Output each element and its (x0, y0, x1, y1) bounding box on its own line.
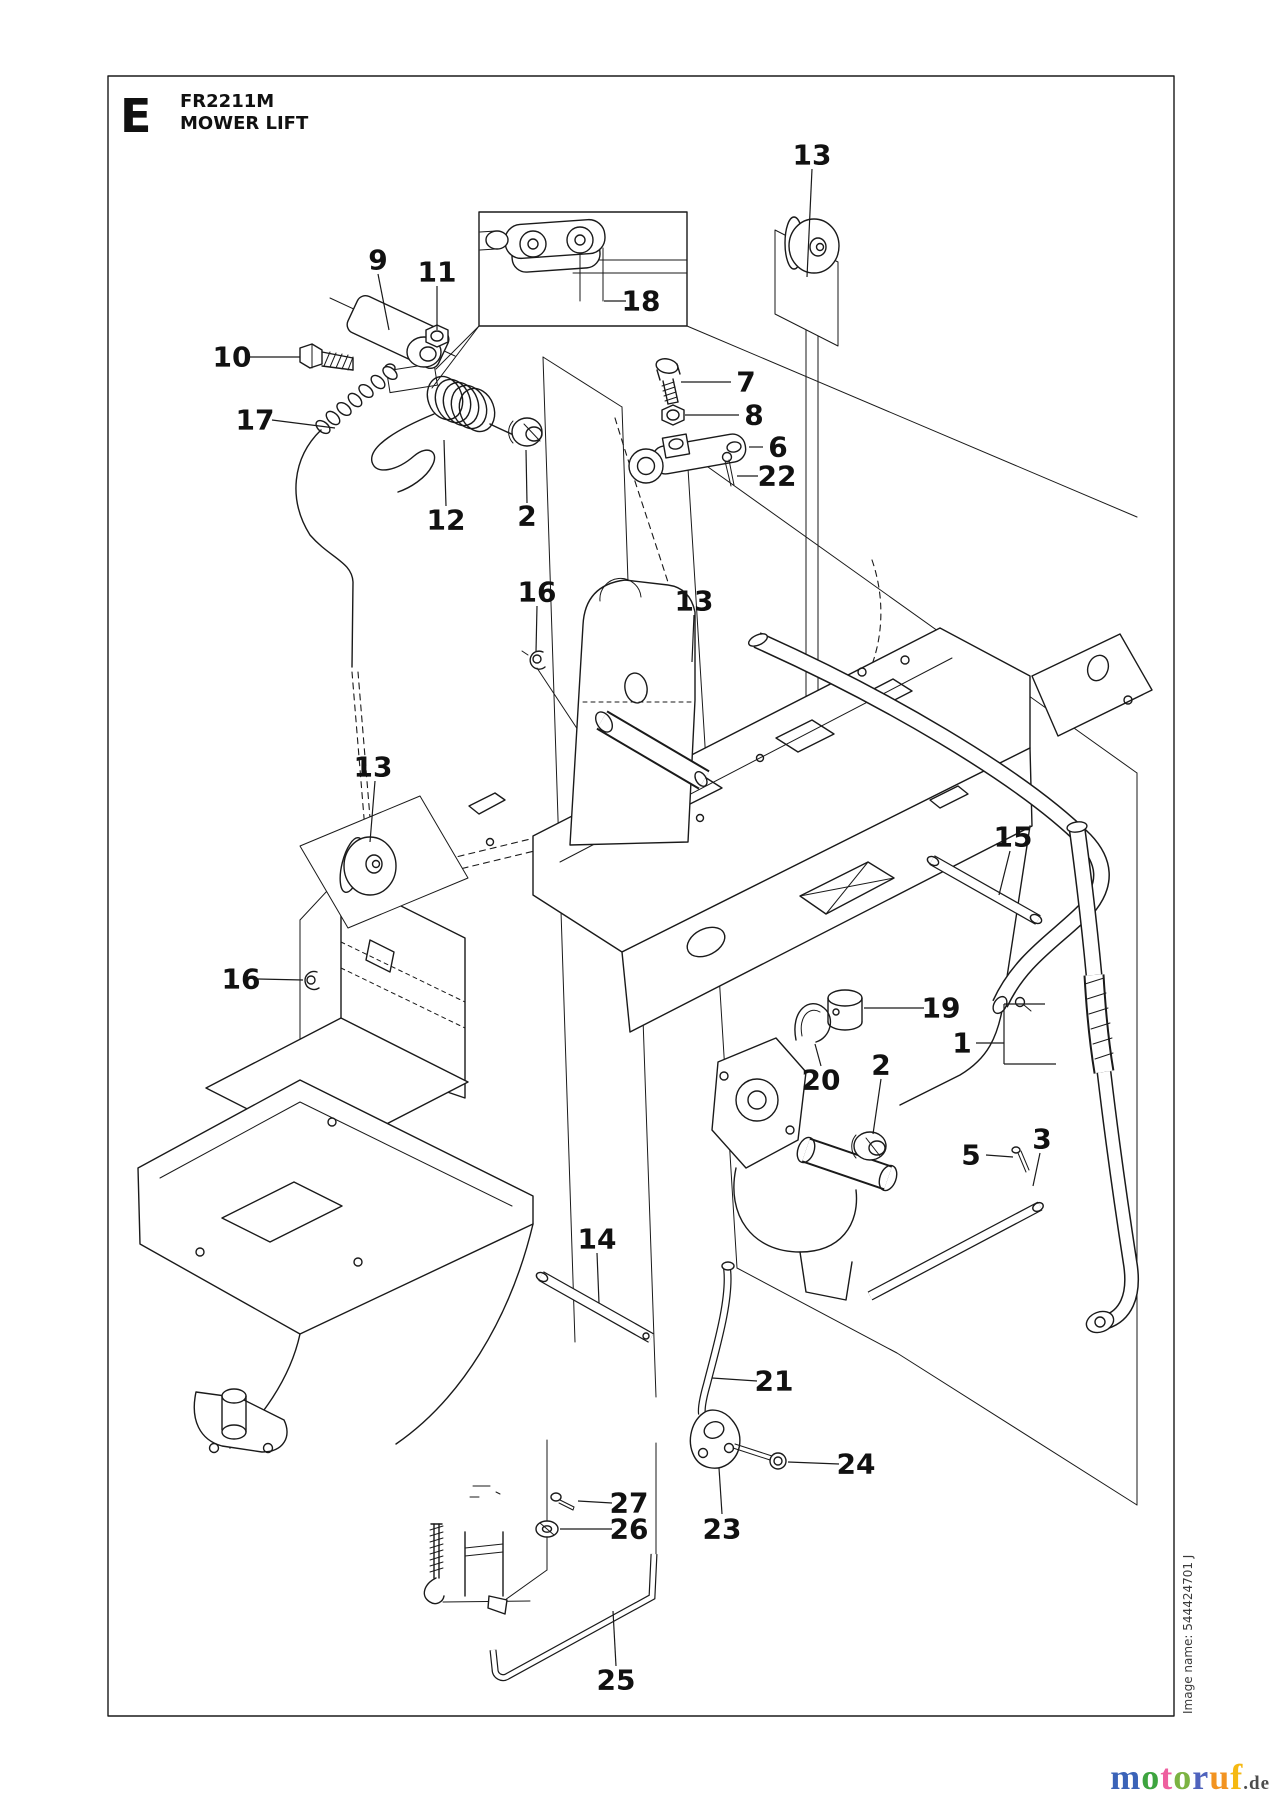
image-name-vertical-label: Image name: 544424701 J (1181, 1555, 1195, 1714)
callout-5: 5 (961, 1139, 980, 1172)
callout-16: 16 (222, 963, 261, 996)
callout-26: 26 (610, 1513, 649, 1546)
bushing-2-right (851, 1131, 887, 1161)
leader-line-3 (1032, 1152, 1041, 1187)
nut-24 (769, 1452, 787, 1470)
lift-handle-loop (747, 632, 1110, 1015)
leader-line-15 (998, 850, 1011, 896)
callout-3: 3 (1032, 1123, 1051, 1156)
pulley-top (774, 216, 840, 347)
chassis-frame (137, 577, 1153, 1454)
callout-11: 11 (418, 256, 457, 289)
leader-line-17 (271, 419, 336, 429)
watermark-letter: m (1110, 1757, 1142, 1797)
rod-15 (926, 855, 1043, 925)
drawing-border (107, 75, 1175, 1717)
rod-3 (867, 1201, 1044, 1301)
inset-detail-box (478, 211, 688, 327)
callout-9: 9 (368, 244, 387, 277)
cable-17 (295, 429, 354, 668)
washer-26 (535, 1520, 559, 1538)
pulley-left (299, 795, 469, 929)
leader-line-13 (369, 780, 376, 843)
leader-line-23 (718, 1467, 723, 1515)
leader-line-12 (443, 439, 447, 507)
callout-16: 16 (518, 576, 557, 609)
callout-15: 15 (994, 821, 1033, 854)
watermark-letter: o (1141, 1757, 1161, 1797)
callout-21: 21 (755, 1365, 794, 1398)
callout-2: 2 (517, 500, 536, 533)
rod-14 (535, 1271, 654, 1343)
bracket-23 (689, 1409, 773, 1469)
leader-line-13 (691, 614, 695, 663)
callout-27: 27 (610, 1487, 649, 1520)
leader-line-14 (596, 1252, 600, 1304)
title-block: E FR2211M MOWER LIFT (120, 89, 309, 143)
callout-14: 14 (578, 1223, 617, 1256)
callout-20: 20 (802, 1064, 841, 1097)
rod-21 (697, 1261, 735, 1415)
lever-grip-hatching (1084, 977, 1114, 1060)
leader-line-25 (612, 1610, 617, 1667)
bolt-10 (299, 343, 354, 371)
leader-line-27 (577, 1500, 613, 1504)
pin-22 (721, 451, 735, 487)
leader-line-2 (872, 1078, 882, 1135)
model-number: FR2211M (180, 91, 274, 112)
clip-16-upper (521, 650, 546, 670)
bracket-6 (628, 433, 747, 484)
leader-line-16 (535, 605, 538, 653)
clip-20 (794, 1003, 832, 1043)
callout-23: 23 (703, 1513, 742, 1546)
collar-19 (827, 989, 863, 1031)
pin-27 (550, 1492, 575, 1511)
callout-19: 19 (922, 992, 961, 1025)
callout-10: 10 (213, 341, 252, 374)
screw-assembly-bottom (423, 1485, 508, 1615)
callout-7: 7 (736, 366, 755, 399)
callout-1: 1 (952, 1027, 971, 1060)
spring-12 (371, 375, 521, 493)
callout-2: 2 (871, 1049, 890, 1082)
callout-17: 17 (236, 404, 275, 437)
diagram-title: MOWER LIFT (180, 113, 309, 134)
clip-16-left (304, 970, 320, 991)
watermark-letter: r (1192, 1757, 1210, 1797)
callout-13: 13 (793, 139, 832, 172)
leader-line-2 (525, 449, 528, 504)
callout-8: 8 (744, 399, 763, 432)
chain-17 (295, 365, 398, 668)
leader-line-20 (814, 1043, 822, 1067)
pin-5 (1011, 1146, 1030, 1173)
callout-13: 13 (675, 585, 714, 618)
watermark-letter: o (1173, 1757, 1193, 1797)
watermark-letter: u (1209, 1757, 1231, 1797)
callout-12: 12 (427, 504, 466, 537)
callout-24: 24 (837, 1448, 876, 1481)
watermark-letter: .de (1243, 1773, 1270, 1794)
bushing-2-left (508, 417, 543, 447)
bolt-7 (655, 358, 681, 405)
callout-18: 18 (622, 285, 661, 318)
rod-25 (489, 1553, 658, 1682)
leader-line-21 (711, 1377, 758, 1382)
leader-line-16 (257, 978, 304, 981)
callout-13: 13 (354, 751, 393, 784)
section-letter: E (120, 89, 151, 143)
watermark-logo: motoruf.de (1110, 1756, 1270, 1798)
leader-line-5 (985, 1154, 1014, 1158)
nut-8 (661, 404, 685, 426)
callout-25: 25 (597, 1664, 636, 1697)
leader-line-9 (377, 273, 390, 331)
leader-line-13 (806, 168, 813, 278)
chain-link-detail (479, 218, 606, 302)
callout-22: 22 (758, 460, 797, 493)
lift-lever (1066, 821, 1139, 1334)
watermark-letter: t (1160, 1757, 1174, 1797)
callout-6: 6 (768, 431, 787, 464)
leader-line-24 (787, 1461, 840, 1465)
watermark-letter: f (1230, 1757, 1244, 1797)
